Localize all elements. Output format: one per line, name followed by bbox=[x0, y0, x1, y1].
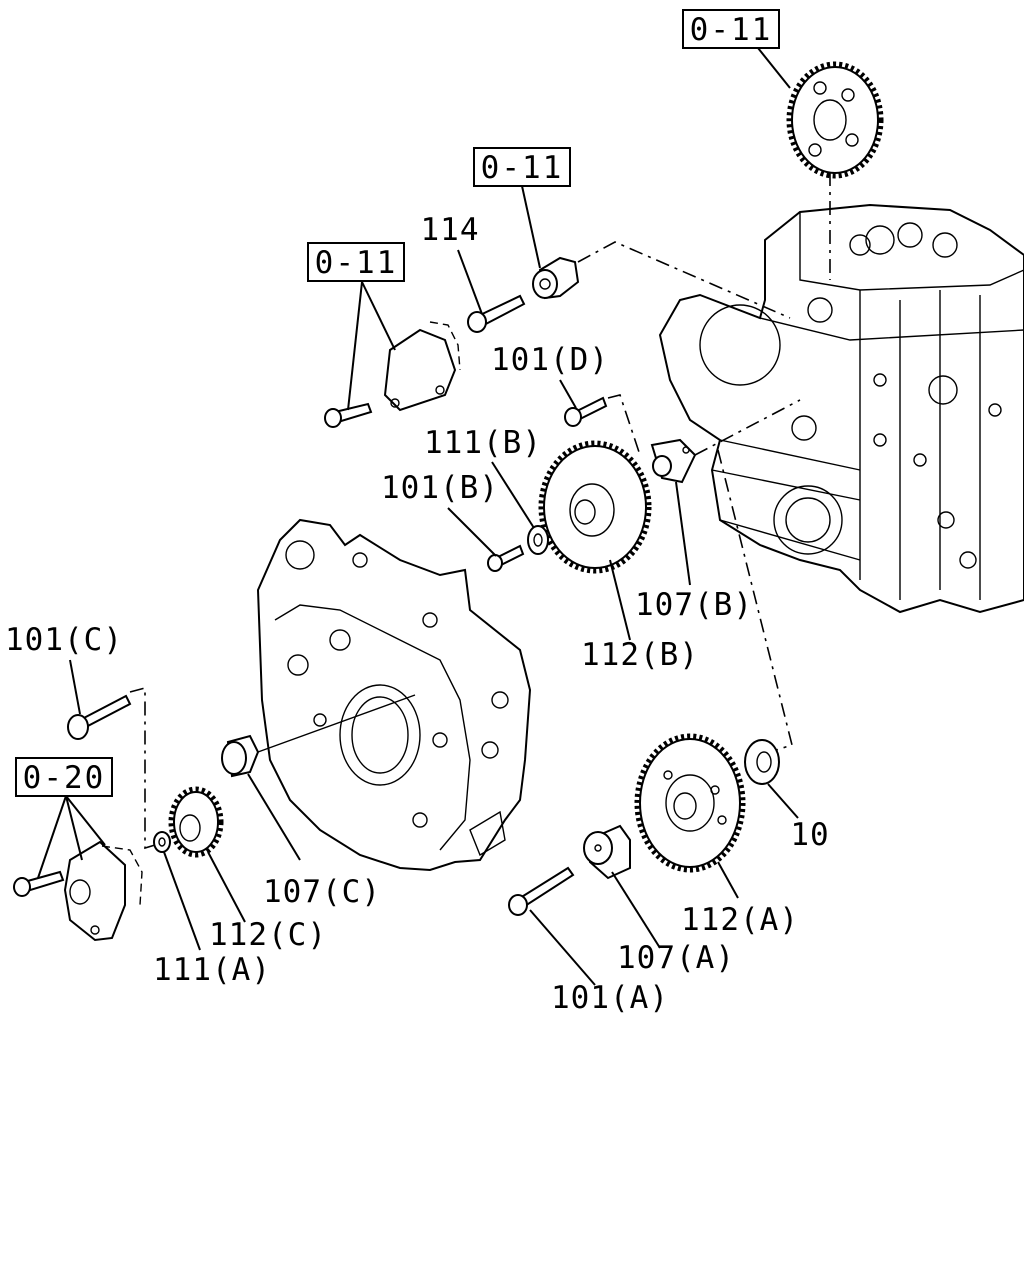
leader-101C bbox=[69, 659, 81, 715]
cover-plate-0-11 bbox=[324, 321, 461, 428]
leader-ref-mid bbox=[521, 185, 541, 269]
leader-bolt-101D bbox=[607, 394, 641, 456]
reference-label: 0-20 bbox=[23, 760, 106, 796]
reference-label: 0-11 bbox=[315, 245, 398, 281]
gear-112A bbox=[634, 733, 746, 873]
leader-111A bbox=[163, 851, 201, 951]
label-112A: 112(A) bbox=[681, 902, 799, 938]
label-10: 10 bbox=[790, 817, 829, 853]
leader-ref-left-b bbox=[361, 281, 396, 351]
label-101B: 101(B) bbox=[381, 470, 499, 506]
label-101C: 101(C) bbox=[5, 622, 123, 658]
label-112B: 112(B) bbox=[581, 637, 699, 673]
leader-engine-washer bbox=[717, 449, 793, 753]
engine-block bbox=[658, 203, 1024, 614]
leader-101A bbox=[529, 909, 596, 986]
reference-label: 0-11 bbox=[690, 12, 773, 48]
sleeve-top bbox=[532, 256, 580, 300]
leader-114 bbox=[457, 249, 483, 315]
washer-111B bbox=[527, 525, 549, 555]
label-111B: 111(B) bbox=[424, 425, 542, 461]
leader-107A bbox=[611, 871, 661, 949]
reference-box-left: 0-11 bbox=[307, 242, 405, 282]
leader-ref-top bbox=[757, 47, 791, 89]
shaft-107A bbox=[583, 824, 631, 880]
leader-sleeve bbox=[577, 241, 791, 319]
label-111A: 111(A) bbox=[153, 952, 271, 988]
leader-10 bbox=[767, 783, 799, 819]
leader-bolt-101C bbox=[129, 686, 156, 850]
label-101A: 101(A) bbox=[551, 980, 669, 1016]
leader-ref-bottom-a bbox=[37, 795, 67, 879]
gear-112C bbox=[168, 786, 224, 858]
leader-ref-bottom-c bbox=[65, 795, 106, 846]
washer-111A bbox=[153, 831, 171, 853]
label-101D: 101(D) bbox=[491, 342, 609, 378]
reference-box-bottom: 0-20 bbox=[15, 757, 113, 797]
shaft-107C bbox=[221, 734, 260, 778]
leader-112A bbox=[717, 861, 739, 899]
bolt-101B bbox=[487, 544, 525, 572]
washer-10 bbox=[744, 739, 780, 785]
bolt-114 bbox=[467, 294, 526, 333]
bolt-101C bbox=[67, 694, 132, 740]
label-114: 114 bbox=[421, 212, 480, 248]
label-107C: 107(C) bbox=[263, 874, 381, 910]
leader-ref-left-a bbox=[347, 281, 363, 411]
leader-107B bbox=[675, 481, 691, 586]
flywheel-housing bbox=[256, 518, 532, 872]
leader-101B bbox=[447, 507, 497, 557]
reference-box-mid: 0-11 bbox=[473, 147, 571, 187]
leader-ref-bottom-b bbox=[65, 795, 83, 861]
leader-101D bbox=[559, 379, 577, 409]
leader-107C bbox=[247, 773, 301, 861]
flange-107B bbox=[650, 438, 697, 484]
label-107B: 107(B) bbox=[635, 587, 753, 623]
label-107A: 107(A) bbox=[617, 940, 735, 976]
gear-112B bbox=[538, 440, 652, 574]
reference-box-top: 0-11 bbox=[682, 9, 780, 49]
cover-0-20 bbox=[13, 840, 143, 942]
leader-flange-107B bbox=[694, 399, 801, 456]
bolt-101D bbox=[564, 396, 608, 427]
bolt-101A bbox=[508, 866, 575, 916]
label-112C: 112(C) bbox=[209, 917, 327, 953]
leader-112C bbox=[207, 851, 246, 923]
gear-top bbox=[786, 61, 884, 179]
leader-shaft-107C bbox=[257, 694, 416, 753]
reference-label: 0-11 bbox=[481, 150, 564, 186]
leader-112B bbox=[609, 559, 631, 641]
leader-111B bbox=[491, 461, 535, 529]
